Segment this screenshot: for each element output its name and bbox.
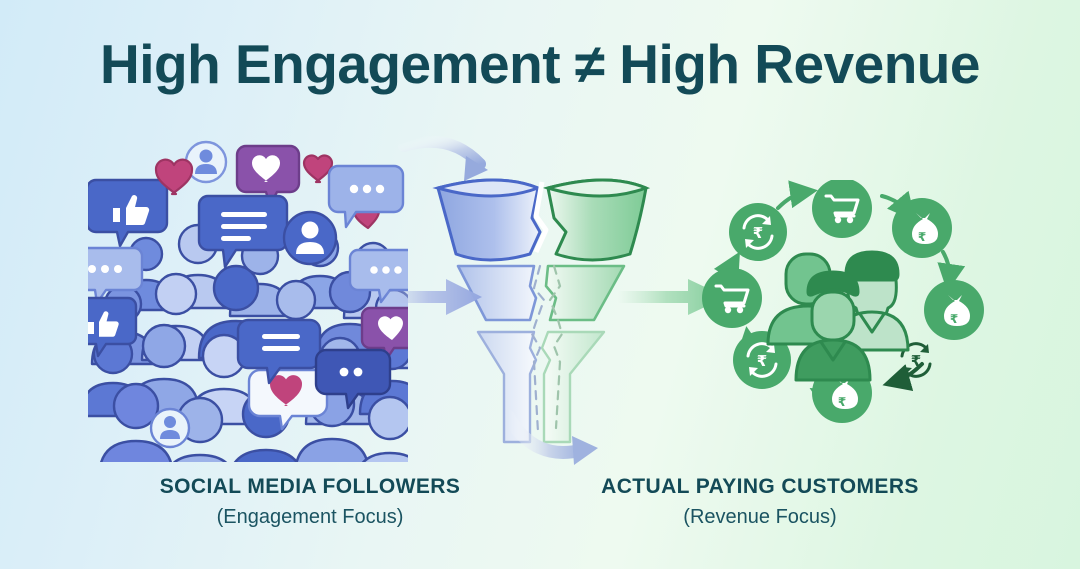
user-avatar-icon [282,210,338,266]
lines-chat-bubble-icon [197,194,289,269]
crowd-person [100,382,172,462]
customer-person [794,270,872,382]
left-caption-title: SOCIAL MEDIA FOLLOWERS [159,475,461,498]
user-avatar-icon [184,140,228,184]
dots-chat-bubble-icon [88,246,144,305]
right-caption-block: ACTUAL PAYING CUSTOMERS (Revenue Focus) [460,475,1060,529]
rupee-refresh-icon [733,331,791,389]
rupee-refresh-icon [729,203,787,261]
crowd-person [165,223,231,310]
crowd-person [295,380,369,462]
funnel-tier-1-right [542,178,651,262]
funnel-tier-2-right [544,264,626,322]
dots-chat-bubble-icon [327,164,405,229]
funnel-tier-2-left [456,264,538,322]
money-bag-rupee-icon [892,198,952,258]
crowd-person [228,236,292,318]
cycle-arrow [713,180,966,415]
crowd-person [342,241,404,320]
funnel-tier-1-left [432,178,543,262]
crowd-person [127,323,201,416]
heart-bubble-icon [235,144,301,207]
arrow-right-green [618,279,726,315]
funnel-outflow-arrow [501,409,598,465]
heart-icon [154,158,194,196]
crowd-person [187,333,261,426]
user-avatar-icon [149,407,191,449]
money-bag-rupee-icon [924,280,984,340]
funnel-crack [530,181,564,434]
money-bag-rupee-icon [812,363,872,423]
crowd-person [314,270,386,360]
crowd-person [248,324,320,414]
dots-chat-bubble-icon [348,248,408,304]
broken-funnel-illustration [398,135,651,465]
crowd-person [197,264,275,360]
crowd-person [262,279,330,364]
crowd-person [304,336,376,426]
crowd-person [140,272,212,362]
page-title: High Engagement ≠ High Revenue [99,33,981,95]
customer-person [766,252,850,346]
crowd-person [288,228,352,310]
crowd-person [90,284,156,366]
heart-bubble-icon [247,368,329,431]
crowd-person [362,395,408,462]
thumbs-up-icon [88,296,138,358]
crowd-person [88,333,147,418]
funnel-tier-3-left [476,330,538,444]
heart-bubble-icon [360,306,408,362]
lines-chat-bubble-icon [236,318,322,385]
crowd-person [233,389,299,462]
crowd-person [358,329,408,416]
thumbs-up-icon [88,178,169,248]
customer-group [766,250,910,382]
left-caption-block: SOCIAL MEDIA FOLLOWERS (Engagement Focus… [30,475,590,529]
funnel-inflow-arrow [398,135,488,181]
crowd-person [173,396,227,462]
shopping-cart-icon [812,180,872,238]
right-caption-title: ACTUAL PAYING CUSTOMERS [601,475,919,498]
arrow-right-blue [384,279,482,315]
customer-person [834,250,910,352]
heart-icon [352,203,381,230]
crowd-person [362,288,408,370]
rupee-refresh-icon [900,342,932,378]
paying-customers-illustration: ₹ ₹ ₹ [702,180,984,423]
dots-chat-bubble-icon [314,348,392,410]
heart-icon [302,154,334,184]
shopping-cart-icon [702,268,762,328]
left-caption-subtitle: (Engagement Focus) [216,506,404,528]
funnel-tier-3-right [540,330,606,444]
crowd-person [117,236,175,312]
social-media-crowd-illustration [88,140,408,462]
right-caption-subtitle: (Revenue Focus) [683,506,837,528]
